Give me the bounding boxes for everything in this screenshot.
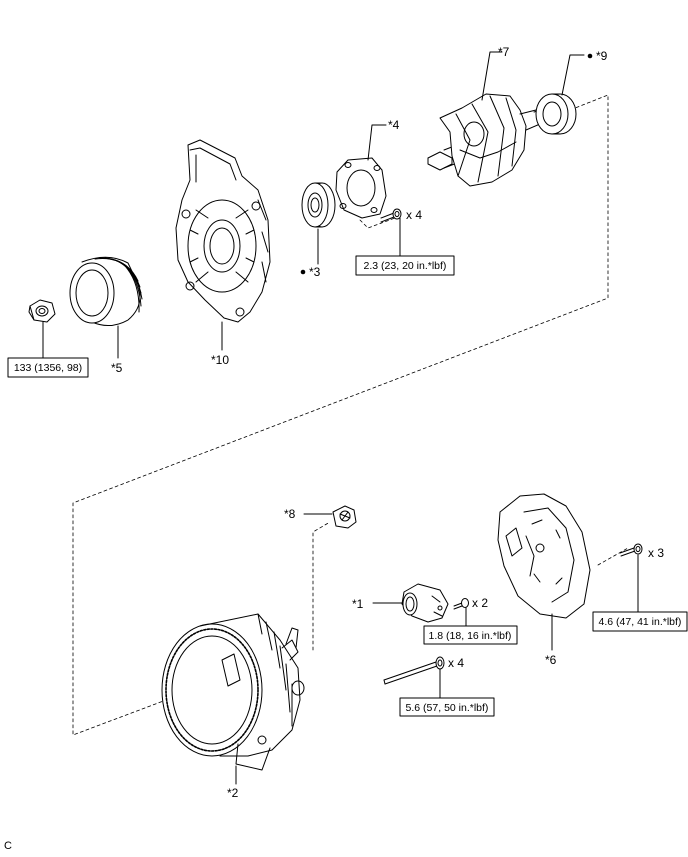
callout-part-6: *6 <box>545 653 557 667</box>
leader-lines <box>42 51 639 785</box>
callout-part-3: *3 <box>309 265 321 279</box>
non-reusable-dot-9 <box>587 53 593 59</box>
rotor <box>427 93 551 187</box>
retainer-bolt <box>380 208 402 223</box>
rear-bearing <box>535 93 577 135</box>
figure-corner-label: C <box>4 840 12 852</box>
torque-box-retainer-bolt: 2.3 (23, 20 in.*lbf) <box>355 255 455 276</box>
svg-text:4.6 (47, 41 in.*lbf): 4.6 (47, 41 in.*lbf) <box>599 616 682 628</box>
terminal-insulator <box>332 505 357 529</box>
through-bolt <box>383 656 445 685</box>
rear-end-cover <box>497 493 591 619</box>
svg-text:2.3 (23, 20 in.*lbf): 2.3 (23, 20 in.*lbf) <box>364 260 447 272</box>
callout-part-5: *5 <box>111 361 123 375</box>
callout-part-2: *2 <box>227 786 239 800</box>
callout-part-4: *4 <box>388 118 400 132</box>
callout-part-9: *9 <box>596 49 608 63</box>
qty-cover-bolts: x 3 <box>648 546 664 560</box>
torque-box-cover-bolt: 4.6 (47, 41 in.*lbf) <box>592 611 688 632</box>
regulator-screw <box>453 598 469 610</box>
torque-box-through-bolt: 5.6 (57, 50 in.*lbf) <box>399 697 495 717</box>
callout-part-8: *8 <box>284 507 296 521</box>
torque-box-regulator: 1.8 (18, 16 in.*lbf) <box>423 625 518 645</box>
qty-regulator-bolts: x 2 <box>472 596 488 610</box>
pulley <box>69 256 143 326</box>
bearing-retainer <box>335 157 387 219</box>
drive-end-frame <box>175 139 271 323</box>
qty-retainer-bolts: x 4 <box>406 208 422 222</box>
cover-bolt <box>619 543 643 557</box>
front-bearing <box>301 182 336 228</box>
torque-box-nut-pulley: 133 (1356, 98) <box>7 357 89 378</box>
qty-through-bolts: x 4 <box>448 656 464 670</box>
non-reusable-dot-3 <box>300 269 306 275</box>
pulley-nut <box>28 299 56 323</box>
stator-rectifier-frame <box>161 613 305 771</box>
svg-text:133 (1356, 98): 133 (1356, 98) <box>14 362 82 374</box>
svg-text:5.6 (57, 50 in.*lbf): 5.6 (57, 50 in.*lbf) <box>406 702 489 714</box>
callout-part-1: *1 <box>352 597 364 611</box>
voltage-regulator <box>401 583 449 623</box>
svg-text:1.8 (18, 16 in.*lbf): 1.8 (18, 16 in.*lbf) <box>429 630 512 642</box>
callout-part-7: *7 <box>498 45 510 59</box>
callout-part-10: *10 <box>211 353 229 367</box>
assembly-outline <box>72 94 629 736</box>
